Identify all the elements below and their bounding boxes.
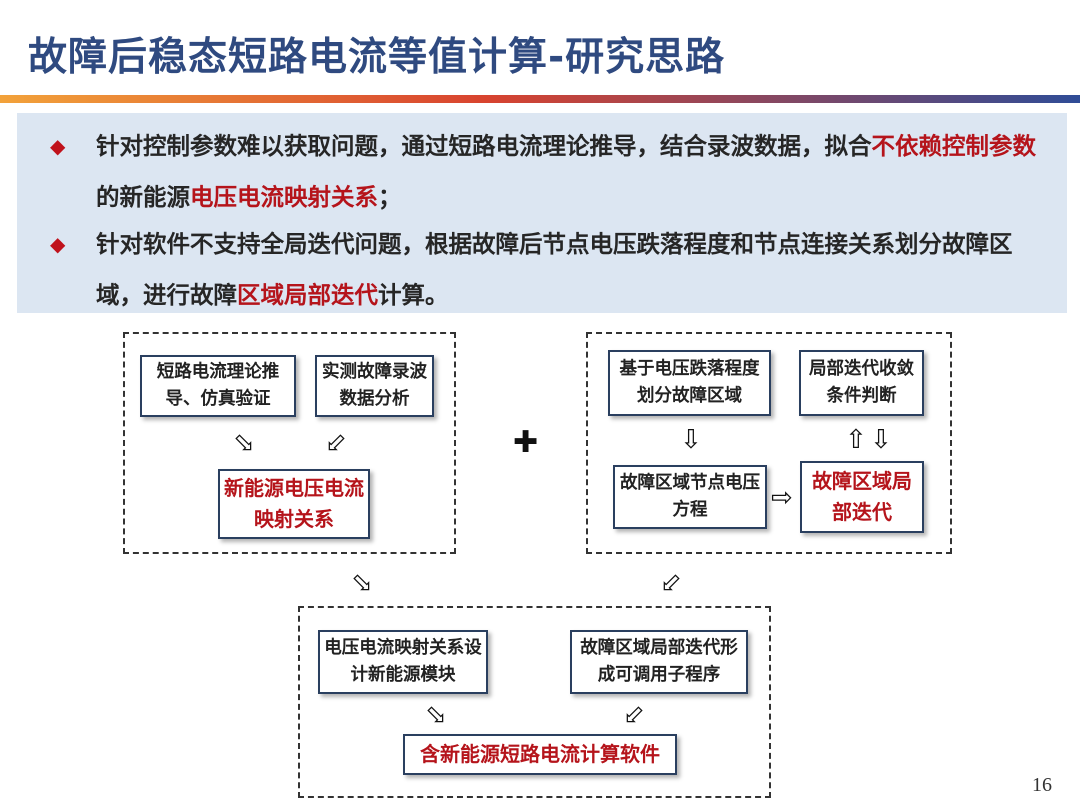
arrow-down-icon: ⇩ <box>680 425 702 455</box>
node-voltage-equation-box: 故障区域节点电压方程 <box>613 465 767 529</box>
diamond-bullet-icon: ◆ <box>50 232 66 256</box>
text-segment: 针对控制参数难以获取问题，通过短路电流理论推导，结合录波数据，拟合 <box>96 132 872 160</box>
convergence-check-box: 局部迭代收敛条件判断 <box>799 350 924 416</box>
callable-subroutine-box: 故障区域局部迭代形成可调用子程序 <box>570 630 748 694</box>
diamond-bullet-icon: ◆ <box>50 134 66 158</box>
page-number: 16 <box>1032 774 1052 796</box>
left-group-frame <box>123 332 456 554</box>
arrow-right-icon: ⇨ <box>771 483 793 513</box>
arrow-down-icon: ⇩ <box>870 425 892 455</box>
region-partition-box: 基于电压跌落程度划分故障区域 <box>608 350 771 416</box>
bullet-1-text: 针对控制参数难以获取问题，通过短路电流理论推导，结合录波数据，拟合不依赖控制参数… <box>96 121 1056 223</box>
text-segment: 针对软件不支持全局迭代问题，根据故障后节点电压跌落程度和节点连接关系划分故障区域… <box>96 230 1013 309</box>
bullet-2-text: 针对软件不支持全局迭代问题，根据故障后节点电压跌落程度和节点连接关系划分故障区域… <box>96 219 1056 321</box>
right-group-frame <box>586 332 952 554</box>
bottom-group-frame <box>298 606 771 798</box>
arrow-down-left-icon: ⬃ <box>325 428 347 458</box>
voltage-current-mapping-box: 新能源电压电流映射关系 <box>218 469 370 539</box>
recording-analysis-box: 实测故障录波数据分析 <box>315 355 434 417</box>
highlight-segment: 区域局部迭代 <box>237 281 378 309</box>
text-segment: 的新能源 <box>96 183 190 211</box>
short-circuit-software-box: 含新能源短路电流计算软件 <box>403 734 677 775</box>
arrow-down-right-icon: ⬂ <box>351 568 373 598</box>
new-energy-module-box: 电压电流映射关系设计新能源模块 <box>318 630 488 694</box>
plus-icon: ✚ <box>513 425 539 460</box>
arrow-down-left-icon: ⬃ <box>660 568 682 598</box>
arrow-down-right-icon: ⬂ <box>425 700 447 730</box>
text-segment: ； <box>378 183 402 211</box>
arrow-up-icon: ⇧ <box>845 425 867 455</box>
highlight-segment: 电压电流映射关系 <box>190 183 378 211</box>
local-iteration-box: 故障区域局部迭代 <box>800 461 924 533</box>
title-underline-bar <box>0 95 1080 103</box>
bullet-panel: ◆ 针对控制参数难以获取问题，通过短路电流理论推导，结合录波数据，拟合不依赖控制… <box>17 113 1067 313</box>
arrow-down-left-icon: ⬃ <box>623 700 645 730</box>
slide-title: 故障后稳态短路电流等值计算-研究思路 <box>28 35 726 80</box>
theory-derivation-box: 短路电流理论推导、仿真验证 <box>140 355 296 417</box>
highlight-segment: 不依赖控制参数 <box>871 132 1037 160</box>
text-segment: 计算。 <box>378 281 449 309</box>
arrow-down-right-icon: ⬂ <box>233 428 255 458</box>
